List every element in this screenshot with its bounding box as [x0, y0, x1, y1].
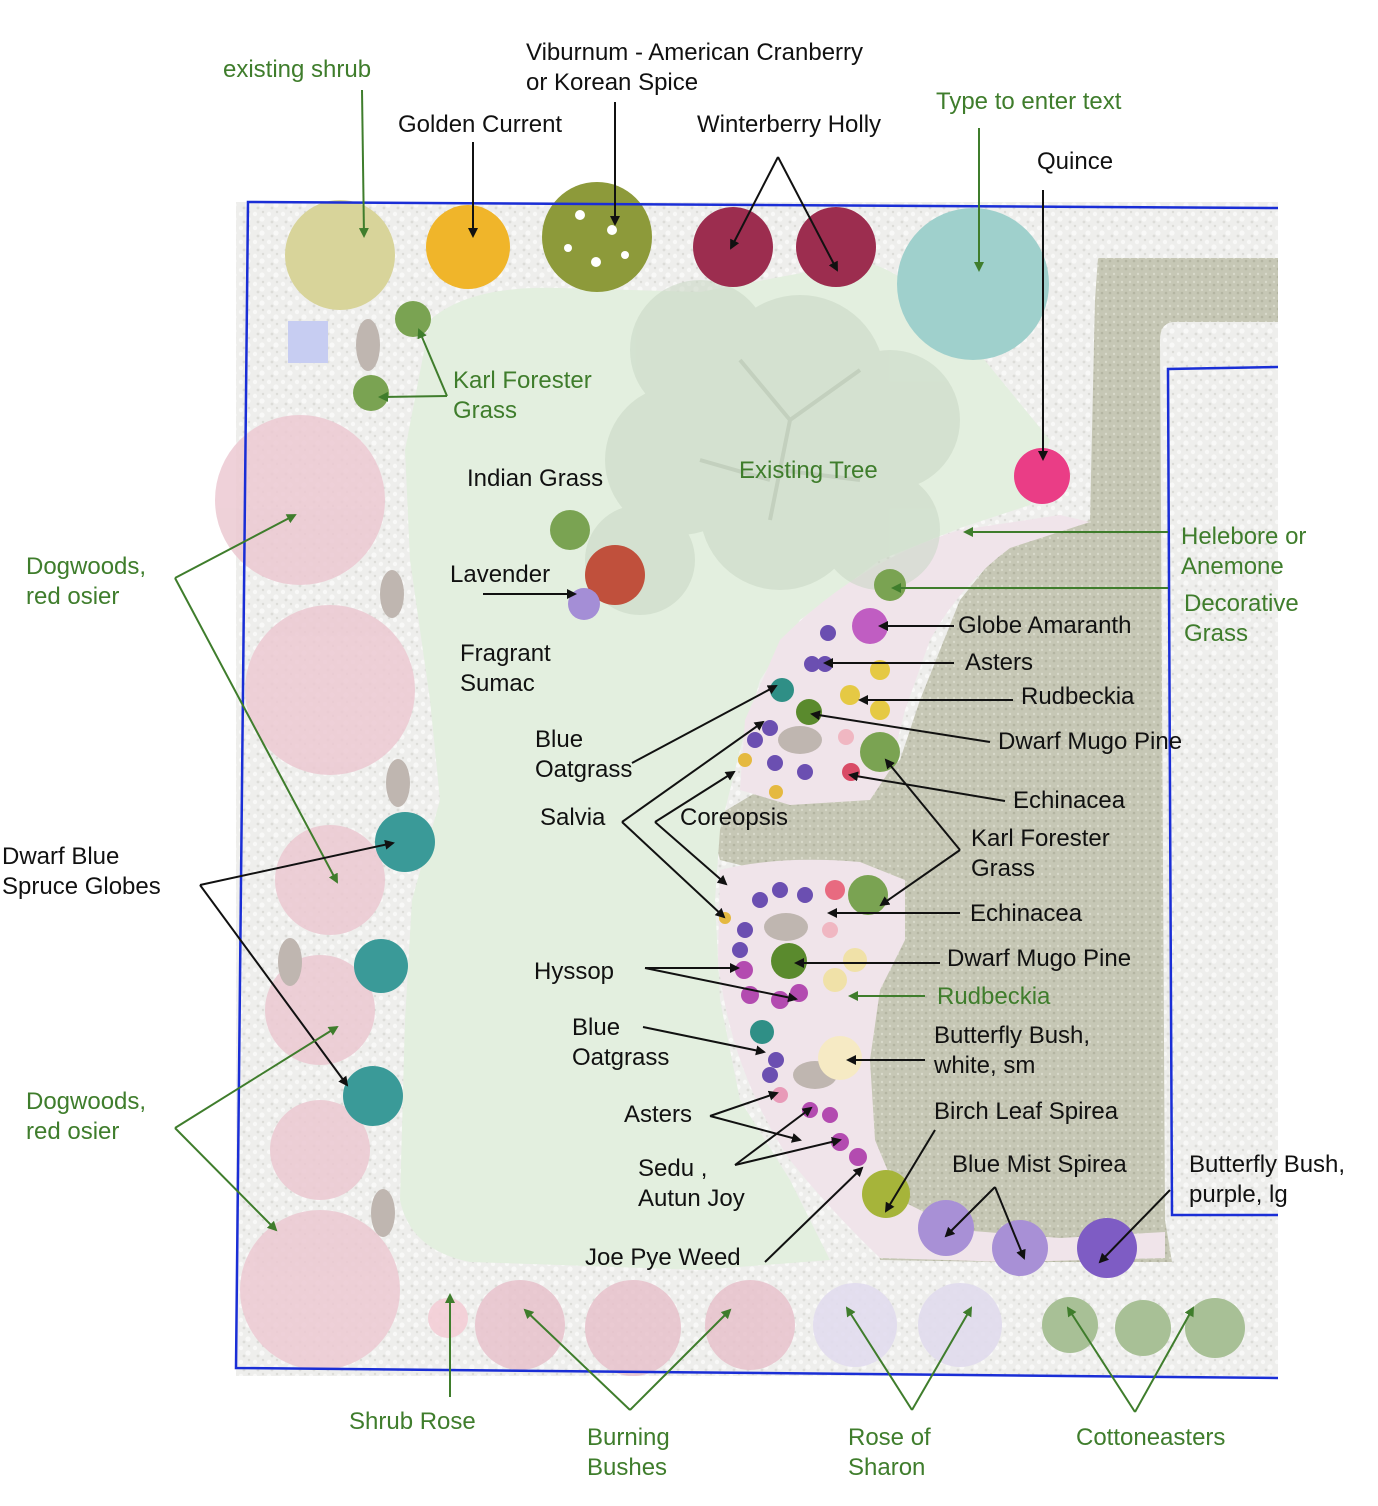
label-blue-oatgrass-lower-line1: Blue [572, 1014, 621, 1041]
shrub-rose-plant [428, 1298, 468, 1338]
label-dwarf-mugo-pine-upper: Dwarf Mugo Pine [998, 728, 1183, 755]
label-helebore-line1: Helebore or [1181, 523, 1307, 550]
label-indian-grass: Indian Grass [467, 465, 604, 492]
winterberry-plant [693, 207, 773, 287]
label-decorative-grass-line2: Grass [1184, 620, 1249, 647]
label-butterfly-bush-white-line1: Butterfly Bush, [934, 1022, 1091, 1049]
label-helebore-line2: Anemone [1181, 553, 1284, 580]
label-dogwoods-lower-line2: red osier [26, 1118, 120, 1145]
flower-bed-upper [740, 515, 1090, 805]
label-dogwoods-lower-line1: Dogwoods, [26, 1088, 147, 1115]
label-rose-of-sharon-line1: Rose of [848, 1424, 931, 1451]
blue-marker [288, 321, 328, 363]
label-fragrant-sumac-line2: Sumac [460, 670, 535, 697]
label-hyssop: Hyssop [534, 958, 615, 985]
label-rudbeckia-upper: Rudbeckia [1021, 683, 1135, 710]
boulders [278, 319, 837, 1237]
butterfly-bush-purple-plant [1077, 1218, 1137, 1278]
label-butterfly-bush-white-line2: white, sm [934, 1052, 1036, 1079]
label-butterfly-bush-purple-line1: Butterfly Bush, [1189, 1151, 1346, 1178]
fragrant-sumac-plant [585, 545, 645, 605]
label-blue-oatgrass-upper-line2: Oatgrass [535, 756, 633, 783]
label-blue-mist-spirea: Blue Mist Spirea [952, 1151, 1127, 1178]
label-karl-forester-mid-line2: Grass [971, 855, 1036, 882]
bed-flowers [719, 608, 910, 1218]
label-quince: Quince [1037, 148, 1114, 175]
label-coreopsis: Coreopsis [680, 804, 789, 831]
label-asters-lower: Asters [624, 1101, 693, 1128]
label-echinacea-upper: Echinacea [1013, 787, 1126, 814]
label-burning-bushes-line2: Bushes [587, 1454, 668, 1481]
label-burning-bushes-line1: Burning [587, 1424, 670, 1451]
label-sedum-line1: Sedu , [638, 1155, 708, 1182]
lavender-plant [568, 588, 600, 620]
label-type-to-enter-text: Type to enter text [936, 88, 1122, 115]
label-rudbeckia-lower: Rudbeckia [937, 983, 1051, 1010]
property-boundary [234, 200, 1279, 1380]
label-winterberry-holly: Winterberry Holly [697, 111, 882, 138]
burning-bush-plants [475, 1280, 795, 1376]
label-existing-shrub: existing shrub [223, 56, 372, 83]
rose-of-sharon-plants [813, 1283, 1002, 1367]
label-cottoneasters: Cottoneasters [1076, 1424, 1226, 1451]
label-rose-of-sharon-line2: Sharon [848, 1454, 926, 1481]
dwarf-blue-spruce-plants [343, 812, 435, 1126]
label-karl-forester-top-line2: Grass [453, 397, 518, 424]
label-salvia: Salvia [540, 804, 606, 831]
quince-plant [1014, 448, 1070, 504]
label-joe-pye-weed: Joe Pye Weed [585, 1244, 741, 1271]
label-shrub-rose: Shrub Rose [349, 1408, 476, 1435]
label-asters-upper: Asters [965, 649, 1034, 676]
golden-current-plant [426, 205, 510, 289]
label-birch-leaf-spirea: Birch Leaf Spirea [934, 1098, 1119, 1125]
label-dwarf-blue-spruce-line1: Dwarf Blue [2, 843, 120, 870]
label-butterfly-bush-purple-line2: purple, lg [1189, 1181, 1288, 1208]
label-karl-forester-mid-line1: Karl Forester [971, 825, 1110, 852]
label-dwarf-blue-spruce-line2: Spruce Globes [2, 873, 161, 900]
label-viburnum-line2: or Korean Spice [526, 69, 699, 96]
cotoneaster-plants [1042, 1297, 1245, 1358]
label-lavender: Lavender [450, 561, 551, 588]
label-dwarf-mugo-pine-lower: Dwarf Mugo Pine [947, 945, 1132, 972]
label-golden-current: Golden Current [398, 111, 563, 138]
label-fragrant-sumac-line1: Fragrant [460, 640, 551, 667]
label-existing-tree: Existing Tree [739, 457, 878, 484]
winterberry-plant [796, 207, 876, 287]
label-blue-oatgrass-upper-line1: Blue [535, 726, 584, 753]
existing-shrub-plant [285, 200, 395, 310]
label-decorative-grass-line1: Decorative [1184, 590, 1299, 617]
label-sedum-line2: Autun Joy [638, 1185, 745, 1212]
label-echinacea-lower: Echinacea [970, 900, 1083, 927]
flower-bed-lower [718, 859, 1165, 1262]
label-karl-forester-top-line1: Karl Forester [453, 367, 592, 394]
label-dogwoods-upper-line1: Dogwoods, [26, 553, 147, 580]
blue-green-shrub [897, 208, 1049, 360]
viburnum-plant [542, 182, 652, 292]
label-blue-oatgrass-lower-line2: Oatgrass [572, 1044, 670, 1071]
grass-plants [353, 301, 906, 915]
label-viburnum-line1: Viburnum - American Cranberry [526, 39, 864, 66]
existing-tree-canopy [585, 280, 960, 615]
label-globe-amaranth: Globe Amaranth [958, 612, 1132, 639]
label-dogwoods-upper-line2: red osier [26, 583, 120, 610]
leader-arrows [174, 89, 1194, 1413]
